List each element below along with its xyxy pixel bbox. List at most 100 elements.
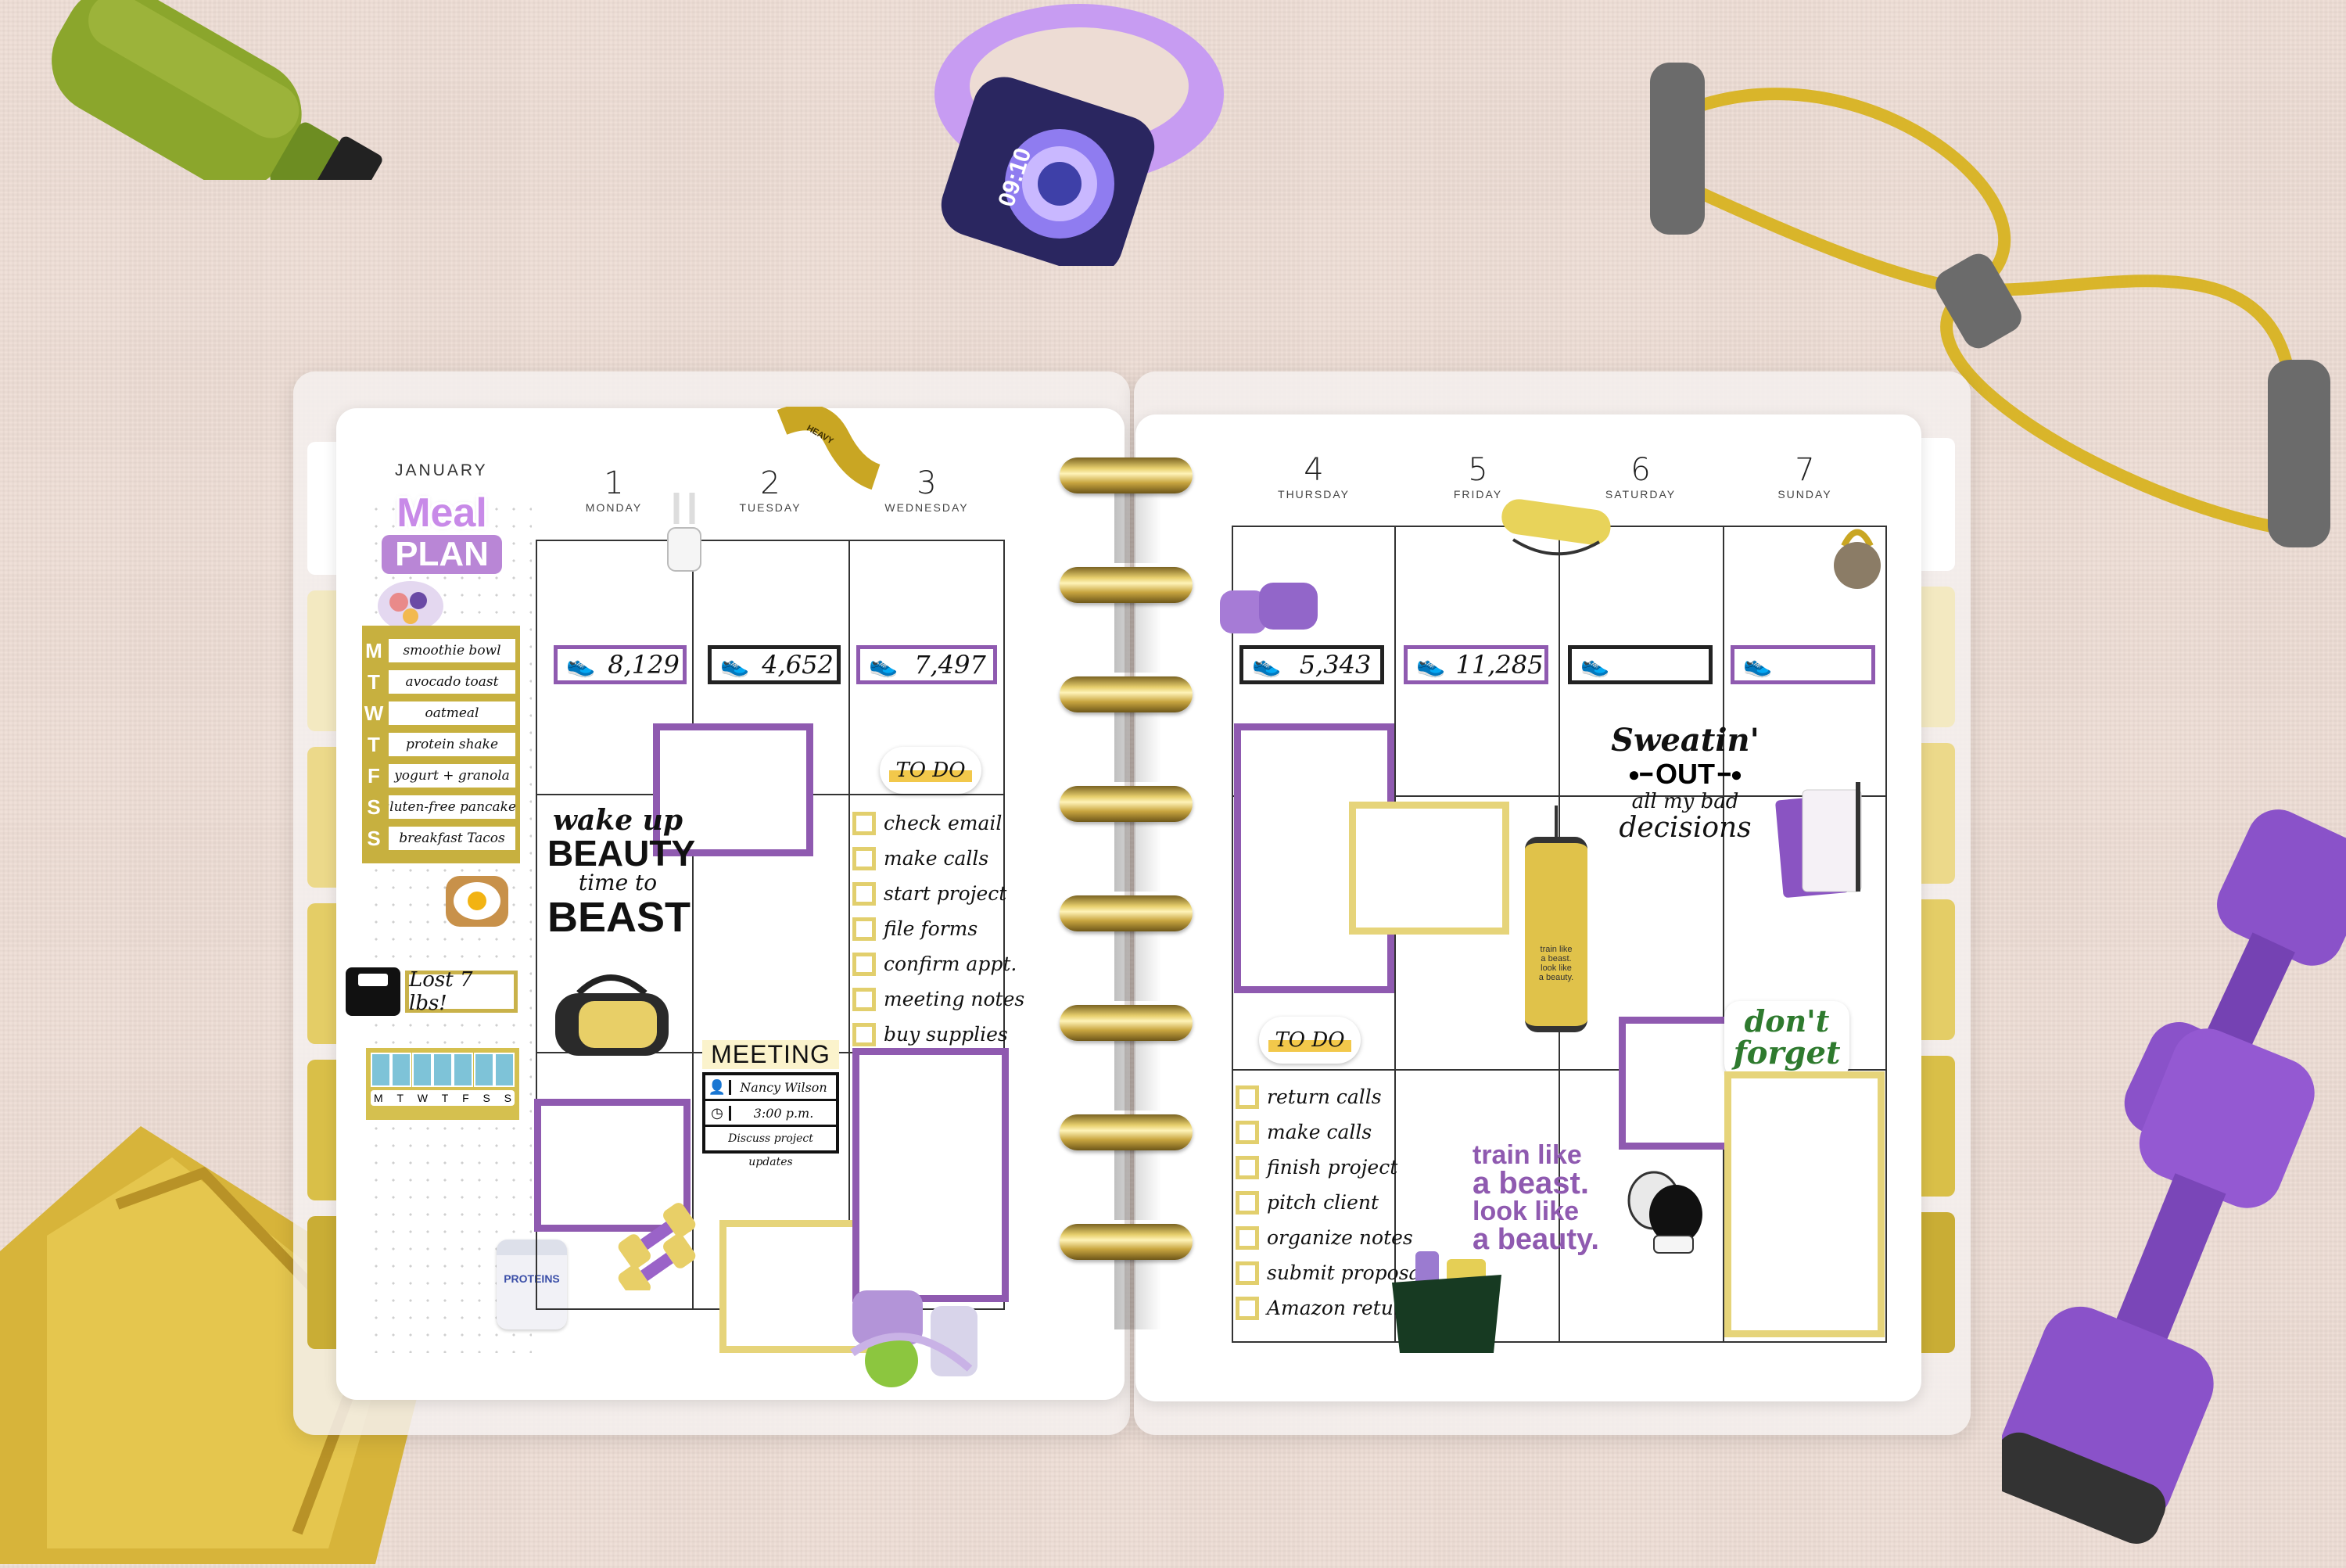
todo-checkbox[interactable]	[852, 811, 876, 835]
todo-item[interactable]: buy supplies	[852, 1017, 1009, 1052]
tab-right-5[interactable]	[1921, 1056, 1955, 1197]
sneaker-icon: 👟	[1580, 651, 1610, 678]
todo-checkbox[interactable]	[1236, 1261, 1259, 1285]
todo-item[interactable]: pitch client	[1236, 1185, 1408, 1220]
green-juice-bottle	[0, 0, 407, 231]
todo-label: TO DO	[1268, 1028, 1351, 1052]
meal-row: Sgluten-free pancakes	[362, 791, 520, 823]
train-like-a-beast-sticker: train like a beast. look like a beauty.	[1473, 1140, 1599, 1256]
todo-checkbox[interactable]	[852, 881, 876, 906]
tab-left-4[interactable]	[307, 903, 342, 1044]
todo-sticker-thu: TO DO	[1259, 1017, 1361, 1064]
barbell-icon: ●━	[1627, 762, 1652, 786]
note-box-purple	[852, 1048, 1009, 1302]
day-header: 7 SUNDAY	[1777, 452, 1832, 501]
sneaker-icon: 👟	[1416, 651, 1446, 678]
todo-item[interactable]: Amazon return	[1236, 1290, 1415, 1326]
todo-list-wed: check email make calls start project fil…	[852, 806, 1024, 1052]
todo-checkbox[interactable]	[852, 952, 876, 976]
tab-left-1[interactable]	[307, 442, 342, 575]
todo-item[interactable]: confirm appt.	[852, 946, 1017, 981]
water-glass	[411, 1053, 432, 1087]
meal-plan-title-line2: PLAN	[382, 535, 502, 574]
water-day: M	[374, 1092, 383, 1104]
tab-right-3[interactable]	[1921, 743, 1955, 884]
day-header: 6 SATURDAY	[1605, 452, 1677, 501]
todo-item[interactable]: start project	[852, 876, 1009, 911]
todo-item[interactable]: make calls	[1236, 1114, 1408, 1150]
step-tracker: 👟 5,343	[1239, 645, 1384, 684]
todo-checkbox[interactable]	[1236, 1155, 1259, 1179]
todo-checkbox[interactable]	[1236, 1120, 1259, 1144]
kettlebell-icon	[1830, 522, 1885, 593]
step-tracker: 👟 4,652	[708, 645, 841, 684]
todo-checkbox[interactable]	[852, 1022, 876, 1046]
todo-item[interactable]: make calls	[852, 841, 1009, 876]
water-glass	[473, 1053, 494, 1087]
gym-bag-icon	[547, 962, 676, 1060]
tab-left-6[interactable]	[307, 1216, 342, 1349]
day-header: 5 FRIDAY	[1453, 452, 1503, 501]
todo-checkbox[interactable]	[1236, 1190, 1259, 1215]
step-tracker: 👟 8,129	[554, 645, 687, 684]
yoga-mat-icon	[1498, 497, 1615, 559]
water-day: T	[441, 1092, 449, 1104]
todo-checkbox[interactable]	[1236, 1296, 1259, 1320]
tab-right-4[interactable]	[1921, 899, 1955, 1040]
purple-dumbbells	[1989, 790, 2346, 1564]
earbuds-case-icon	[665, 485, 704, 579]
note-box-purple	[534, 1099, 691, 1232]
weight-text: Lost 7 lbs!	[405, 968, 518, 1015]
gym-pouch-icon	[1384, 1247, 1509, 1357]
meeting-time: 3:00 p.m.	[729, 1105, 836, 1121]
meal-plan-title-line1: Meal	[396, 490, 487, 536]
meeting-name: Nancy Wilson	[729, 1079, 836, 1095]
resistance-band-figure-eight	[1603, 31, 2346, 594]
heavy-band-sticker: HEAVY	[774, 404, 884, 493]
water-day: F	[462, 1092, 469, 1104]
water-glass	[432, 1053, 453, 1087]
todo-item[interactable]: file forms	[852, 911, 1009, 946]
barbell-icon: ━●	[1718, 762, 1743, 786]
todo-item[interactable]: check email	[852, 806, 1009, 841]
step-tracker: 👟 7,497	[856, 645, 997, 684]
todo-checkbox[interactable]	[852, 987, 876, 1011]
tab-left-3[interactable]	[307, 747, 342, 888]
meeting-title: MEETING	[702, 1040, 839, 1069]
todo-item[interactable]: submit proposal	[1236, 1255, 1426, 1290]
water-day: T	[396, 1092, 404, 1104]
month-label: JANUARY	[395, 461, 488, 479]
meal-plan-sticker: Meal PLAN	[368, 493, 516, 579]
todo-checkbox[interactable]	[1236, 1085, 1259, 1109]
water-glass	[493, 1053, 515, 1087]
day-header: 1 MONDAY	[585, 465, 643, 514]
gold-resistance-band	[0, 1111, 485, 1564]
tab-left-5[interactable]	[307, 1060, 342, 1200]
person-icon: 👤	[708, 1078, 726, 1095]
small-dumbbells-icon	[610, 1189, 704, 1300]
todo-checkbox[interactable]	[1236, 1225, 1259, 1250]
todo-checkbox[interactable]	[852, 846, 876, 870]
todo-item[interactable]: meeting notes	[852, 981, 1024, 1017]
note-box-purple	[653, 723, 813, 856]
tab-left-2[interactable]	[307, 590, 342, 731]
todo-item[interactable]: organize notes	[1236, 1220, 1413, 1255]
dont-forget-sticker: don't forget	[1724, 1001, 1849, 1079]
weight-tracker: Lost 7 lbs!	[346, 966, 518, 1017]
tab-right-6[interactable]	[1921, 1212, 1955, 1353]
ankle-weights-icon	[1216, 575, 1325, 637]
todo-checkbox[interactable]	[852, 917, 876, 941]
boxing-gloves-icon	[1623, 1169, 1709, 1255]
todo-item[interactable]: return calls	[1236, 1079, 1408, 1114]
tab-right-2[interactable]	[1921, 587, 1955, 727]
todo-item[interactable]: finish project	[1236, 1150, 1408, 1185]
workout-outfit-sticker	[837, 1283, 989, 1392]
smartwatch: 09:10	[923, 0, 1251, 275]
tab-right-1[interactable]	[1921, 438, 1955, 571]
water-day: S	[482, 1092, 490, 1104]
clock-icon: ◷	[711, 1104, 723, 1121]
